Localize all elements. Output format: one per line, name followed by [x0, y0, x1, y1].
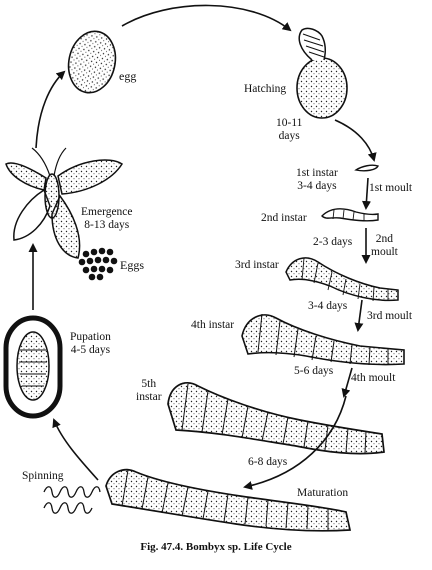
label-egg: egg	[119, 69, 137, 83]
fourth-instar-larva	[241, 313, 405, 366]
arrow-egg-to-hatching	[121, 4, 292, 32]
label-first-instar: 1st instar 3-4 days	[296, 167, 338, 192]
arrow-spinning-to-pupation	[52, 418, 99, 481]
label-hatching-days: 10-11 days	[276, 117, 303, 142]
second-instar-larva	[321, 208, 379, 222]
label-spinning: Spinning	[22, 470, 64, 482]
label-days-3-4: 3-4 days	[308, 300, 348, 312]
label-fourth-moult: 4th moult	[351, 372, 396, 384]
fifth-instar-larva	[167, 382, 385, 455]
label-second-instar: 2nd instar	[261, 212, 307, 224]
label-days-6-8: 6-8 days	[248, 456, 288, 468]
label-second-moult: 2nd moult	[371, 233, 398, 258]
label-third-instar: 3rd instar	[235, 259, 279, 271]
first-instar-larva	[354, 164, 379, 172]
spinning-silk-illustration	[43, 486, 101, 514]
label-pupation: Pupation 4-5 days	[70, 331, 111, 356]
moth-illustration	[5, 147, 124, 259]
hatching-illustration	[296, 27, 348, 119]
label-hatching: Hatching	[244, 83, 287, 95]
label-maturation: Maturation	[297, 487, 349, 499]
label-third-moult: 3rd moult	[367, 310, 413, 322]
mature-larva	[105, 468, 352, 532]
figure-caption: Fig. 47.4. Bombyx sp. Life Cycle	[140, 541, 292, 553]
arrow-3rd-moult	[354, 299, 364, 332]
eggs-cluster-illustration	[78, 247, 118, 281]
arrow-emergence-to-egg	[35, 70, 66, 149]
egg-illustration	[67, 30, 117, 94]
arrow-to-maturation	[243, 395, 347, 490]
arrow-1st-moult	[361, 177, 371, 210]
label-days-5-6: 5-6 days	[294, 365, 334, 377]
label-eggs: Eggs	[120, 258, 144, 272]
arrow-4th-moult	[341, 367, 353, 398]
cocoon-pupa-illustration	[3, 315, 63, 419]
arrow-hatching-to-1st-instar	[334, 119, 377, 162]
label-fourth-instar: 4th instar	[191, 319, 235, 331]
label-first-moult: 1st moult	[369, 182, 413, 194]
label-fifth-instar: 5th instar	[136, 378, 162, 403]
third-instar-larva	[285, 257, 399, 302]
label-days-2-3: 2-3 days	[313, 236, 353, 248]
label-emergence: Emergence 8-13 days	[81, 206, 133, 231]
